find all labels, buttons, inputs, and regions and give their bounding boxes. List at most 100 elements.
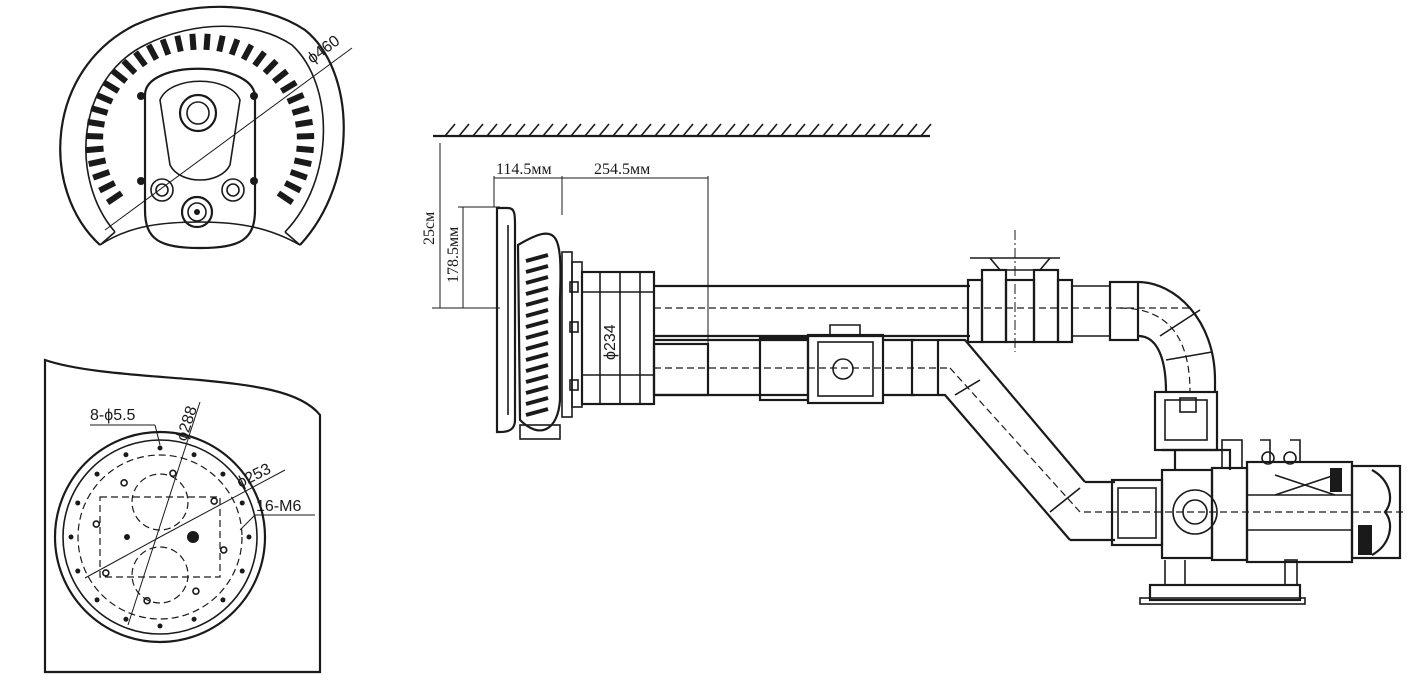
hatch-stroke: [794, 123, 806, 137]
louver-slot: [240, 43, 255, 61]
hatch-stroke: [458, 123, 470, 137]
hatch-stroke: [682, 123, 694, 137]
hatch-stroke: [486, 123, 498, 137]
louver-ring: [85, 33, 315, 206]
louver-slot: [296, 132, 315, 140]
hatch-stroke: [864, 123, 876, 137]
hatch-stroke: [514, 123, 526, 137]
louver-slot: [296, 145, 314, 154]
head-louver: [525, 352, 549, 362]
hatch-stroke: [654, 123, 666, 137]
head-louver: [525, 407, 549, 417]
head-louver: [525, 297, 549, 307]
head-louver: [525, 330, 549, 340]
louver-slot: [98, 180, 117, 194]
louver-slot: [189, 33, 197, 51]
hatch-stroke: [920, 123, 932, 137]
louver-slot: [252, 50, 267, 68]
head-louver: [525, 264, 549, 274]
louver-slot: [102, 79, 121, 94]
dim-178-5-label: 178.5мм: [445, 227, 462, 283]
hatch-stroke: [780, 123, 792, 137]
louver-slot: [111, 68, 129, 84]
bolt-hole: [157, 445, 163, 451]
hatch-stroke: [598, 123, 610, 137]
pump-assembly: [1110, 390, 1405, 605]
hatch-stroke: [710, 123, 722, 137]
louver-slot: [283, 180, 302, 194]
hatch-stroke: [626, 123, 638, 137]
louver-slot: [174, 35, 184, 53]
hatch-stroke: [808, 123, 820, 137]
head-louver: [525, 385, 549, 395]
hatch-stroke: [696, 123, 708, 137]
louver-slot: [121, 58, 138, 76]
head-louver: [525, 363, 549, 373]
mounting-hole: [219, 546, 228, 554]
bolt-hole: [94, 471, 100, 477]
bolt-hole: [75, 568, 81, 574]
louver-slot: [145, 43, 160, 61]
head-louver: [525, 374, 549, 384]
hatch-stroke: [570, 123, 582, 137]
hatch-stroke: [542, 123, 554, 137]
diameter-460-label: ϕ460: [304, 32, 343, 67]
hatch-stroke: [668, 123, 680, 137]
hatch-stroke: [612, 123, 624, 137]
head-louver: [525, 319, 549, 329]
louver-slot: [203, 33, 211, 51]
hatch-stroke: [640, 123, 652, 137]
louver-slot: [86, 118, 105, 128]
bolt-hole: [157, 623, 163, 629]
bolt-hole: [94, 597, 100, 603]
bolt-hole: [191, 452, 197, 458]
dim-254-5-label: 254.5мм: [594, 161, 650, 178]
louver-slot: [92, 169, 111, 181]
top-view-jet-head: ϕ460: [59, 5, 353, 250]
bolt-hole: [68, 534, 74, 540]
hatch-stroke: [836, 123, 848, 137]
bolt-circle-holes: [68, 445, 252, 629]
louver-slot: [95, 92, 114, 105]
head-louver: [525, 286, 549, 296]
hatch-stroke: [472, 123, 484, 137]
bolt-hole: [246, 534, 252, 540]
louver-slot: [293, 157, 312, 168]
head-louver: [525, 308, 549, 318]
hatch-stroke: [822, 123, 834, 137]
bolt-hole: [123, 452, 129, 458]
louver-slot: [291, 105, 310, 116]
hatch-stroke: [906, 123, 918, 137]
louver-slot: [133, 50, 148, 68]
bolt-hole: [239, 568, 245, 574]
louver-slot: [159, 38, 172, 56]
louver-slot: [90, 105, 109, 116]
louver-slot: [289, 169, 308, 181]
diameter-288-label: ϕ288: [174, 404, 201, 443]
hatch-stroke: [766, 123, 778, 137]
hatch-stroke: [892, 123, 904, 137]
louver-slot: [276, 190, 295, 206]
hatch-stroke: [444, 123, 456, 137]
louver-slot: [271, 68, 289, 84]
bolt-hole: [123, 616, 129, 622]
hatch-stroke: [584, 123, 596, 137]
louver-slot: [228, 38, 241, 56]
louver-slot: [286, 92, 305, 105]
bolt-hole: [191, 616, 197, 622]
head-louver: [525, 275, 549, 285]
holes-8-label: 8-ϕ5.5: [90, 407, 136, 424]
bolt-hole: [220, 597, 226, 603]
head-louvers: [525, 253, 549, 417]
hatch-stroke: [528, 123, 540, 137]
louver-slot: [295, 118, 314, 128]
hatch-stroke: [556, 123, 568, 137]
mounting-hole: [210, 497, 218, 505]
dim-114-5-label: 114.5мм: [496, 161, 552, 178]
hatch-stroke: [738, 123, 750, 137]
bolt-hole: [220, 471, 226, 477]
hatch-stroke: [752, 123, 764, 137]
hatch-stroke: [878, 123, 890, 137]
